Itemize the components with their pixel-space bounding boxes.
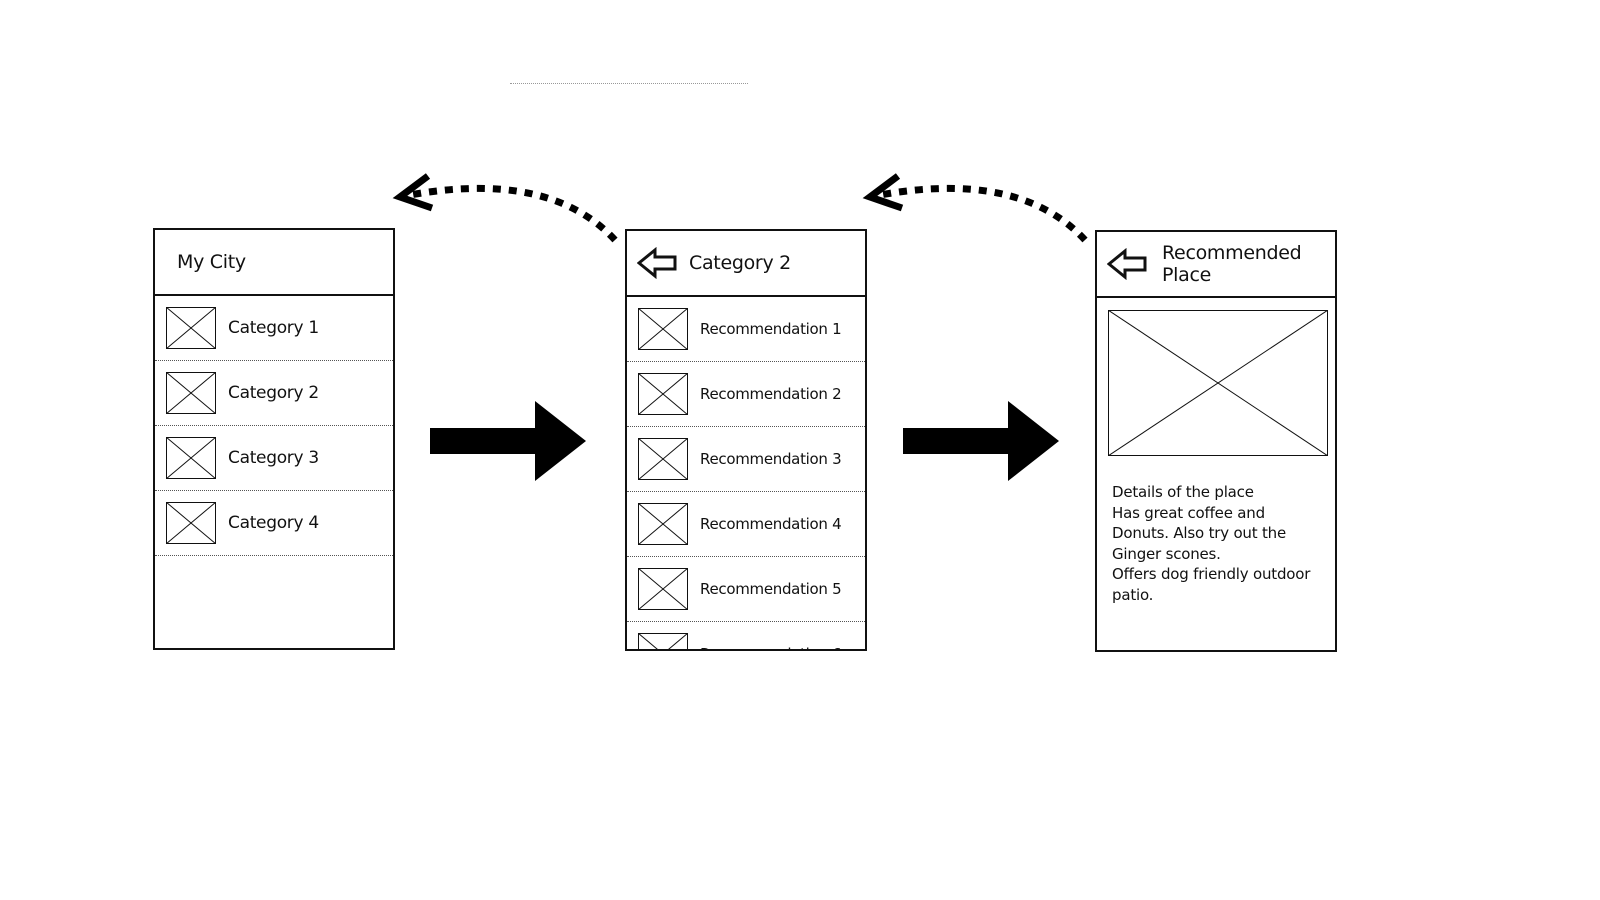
recommendation-item-label: Recommendation 4 <box>700 515 842 533</box>
detail-header: Recommended Place <box>1097 232 1335 298</box>
image-placeholder-icon <box>638 633 688 649</box>
dotted-return-arrow <box>862 173 1088 243</box>
recommendation-item[interactable]: Recommendation 2 <box>627 362 865 427</box>
category-item[interactable]: Category 2 <box>155 361 393 426</box>
detail-title: Recommended Place <box>1162 242 1302 286</box>
category-item[interactable]: Category 1 <box>155 296 393 361</box>
recommendation-item-label: Recommendation 6 <box>700 645 842 649</box>
category-item-label: Category 3 <box>228 448 319 468</box>
forward-arrow <box>430 401 586 481</box>
image-placeholder-icon <box>166 307 216 349</box>
forward-arrow <box>903 401 1059 481</box>
image-placeholder-icon <box>638 503 688 545</box>
recommendation-item-label: Recommendation 5 <box>700 580 842 598</box>
image-placeholder-icon <box>1108 310 1328 456</box>
recommendation-item-label: Recommendation 3 <box>700 450 842 468</box>
recommendation-item[interactable]: Recommendation 3 <box>627 427 865 492</box>
home-header: My City <box>155 230 393 296</box>
detail-screen: Recommended Place Details of the place H… <box>1095 230 1337 652</box>
recommendation-item[interactable]: Recommendation 1 <box>627 297 865 362</box>
recommendation-list: Recommendation 1 Recommendation 2 Recommen… <box>627 297 865 649</box>
image-placeholder-icon <box>638 308 688 350</box>
image-placeholder-icon <box>638 373 688 415</box>
category-item[interactable]: Category 3 <box>155 426 393 491</box>
category-item[interactable]: Category 4 <box>155 491 393 556</box>
back-arrow-icon[interactable] <box>1107 248 1149 280</box>
home-title: My City <box>177 251 246 273</box>
recommendation-item-label: Recommendation 2 <box>700 385 842 403</box>
recommendation-item-label: Recommendation 1 <box>700 320 842 338</box>
image-placeholder-icon <box>166 372 216 414</box>
recommendation-item[interactable]: Recommendation 6 <box>627 622 865 649</box>
top-dotted-line <box>510 83 748 84</box>
image-placeholder-icon <box>638 568 688 610</box>
category-header: Category 2 <box>627 231 865 297</box>
place-details: Details of the place Has great coffee an… <box>1112 483 1311 604</box>
image-placeholder-icon <box>166 502 216 544</box>
back-arrow-icon[interactable] <box>637 247 679 279</box>
recommendation-item[interactable]: Recommendation 4 <box>627 492 865 557</box>
recommendation-item[interactable]: Recommendation 5 <box>627 557 865 622</box>
category-item-label: Category 1 <box>228 318 319 338</box>
category-list: Category 1 Category 2 Category 3 Category 4 <box>155 296 393 556</box>
category-title: Category 2 <box>689 252 791 274</box>
dotted-return-arrow <box>392 173 618 243</box>
image-placeholder-icon <box>638 438 688 480</box>
category-item-label: Category 2 <box>228 383 319 403</box>
image-placeholder-icon <box>166 437 216 479</box>
category-item-label: Category 4 <box>228 513 319 533</box>
